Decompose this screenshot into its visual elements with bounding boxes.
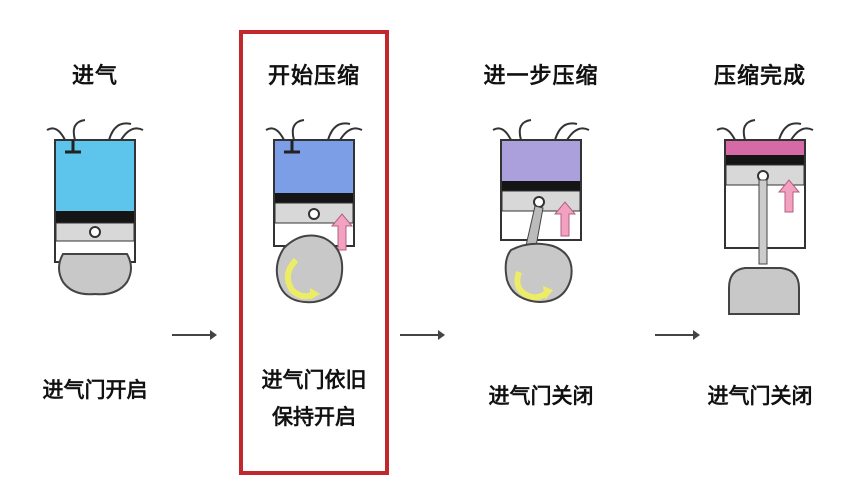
piston-ring bbox=[726, 155, 804, 165]
stage-caption: 进气门关闭 bbox=[707, 384, 813, 408]
stage-caption: 进气门开启 bbox=[42, 378, 148, 402]
stage-intake: 进气 进气门开启 bbox=[0, 0, 190, 497]
rotation-arrow-icon bbox=[514, 271, 550, 301]
piston-ring bbox=[56, 211, 134, 223]
highlight-frame bbox=[239, 30, 389, 475]
engine-compression-start-diagram bbox=[265, 119, 363, 304]
combustion-chamber bbox=[502, 141, 580, 181]
combustion-chamber bbox=[275, 141, 353, 193]
stage-caption: 进气门依旧 bbox=[261, 368, 367, 392]
up-arrow-icon bbox=[553, 201, 577, 237]
stage-caption: 进气门关闭 bbox=[488, 384, 594, 408]
piston-ring bbox=[502, 181, 580, 191]
up-arrow-icon bbox=[777, 179, 801, 213]
crankshaft bbox=[504, 242, 573, 304]
crankshaft bbox=[275, 234, 344, 304]
stage-compression-complete: 压缩完成 进气门关闭 bbox=[665, 0, 852, 497]
connecting-rod bbox=[758, 179, 768, 265]
piston-ring bbox=[275, 193, 353, 203]
up-arrow-icon bbox=[330, 213, 354, 251]
rotation-arrow-icon bbox=[284, 257, 316, 300]
stage-compression-start: 开始压缩 进气门依旧 保持开启 bbox=[219, 0, 409, 497]
crankshaft bbox=[58, 253, 132, 296]
engine-further-compression-diagram bbox=[492, 119, 590, 304]
right-arrow-icon bbox=[172, 330, 217, 340]
right-arrow-icon bbox=[655, 330, 700, 340]
stage-title: 进一步压缩 bbox=[483, 64, 599, 89]
right-arrow-icon bbox=[400, 330, 445, 340]
stage-title: 进气 bbox=[71, 64, 118, 89]
stage-caption: 保持开启 bbox=[272, 405, 356, 429]
stage-further-compression: 进一步压缩 进气门关闭 bbox=[446, 0, 636, 497]
engine-intake-diagram bbox=[46, 119, 144, 296]
engine-compression-complete-diagram bbox=[716, 119, 814, 315]
stage-title: 开始压缩 bbox=[267, 64, 360, 89]
combustion-chamber bbox=[726, 141, 804, 155]
crankshaft bbox=[728, 267, 800, 315]
stage-title: 压缩完成 bbox=[713, 64, 806, 89]
